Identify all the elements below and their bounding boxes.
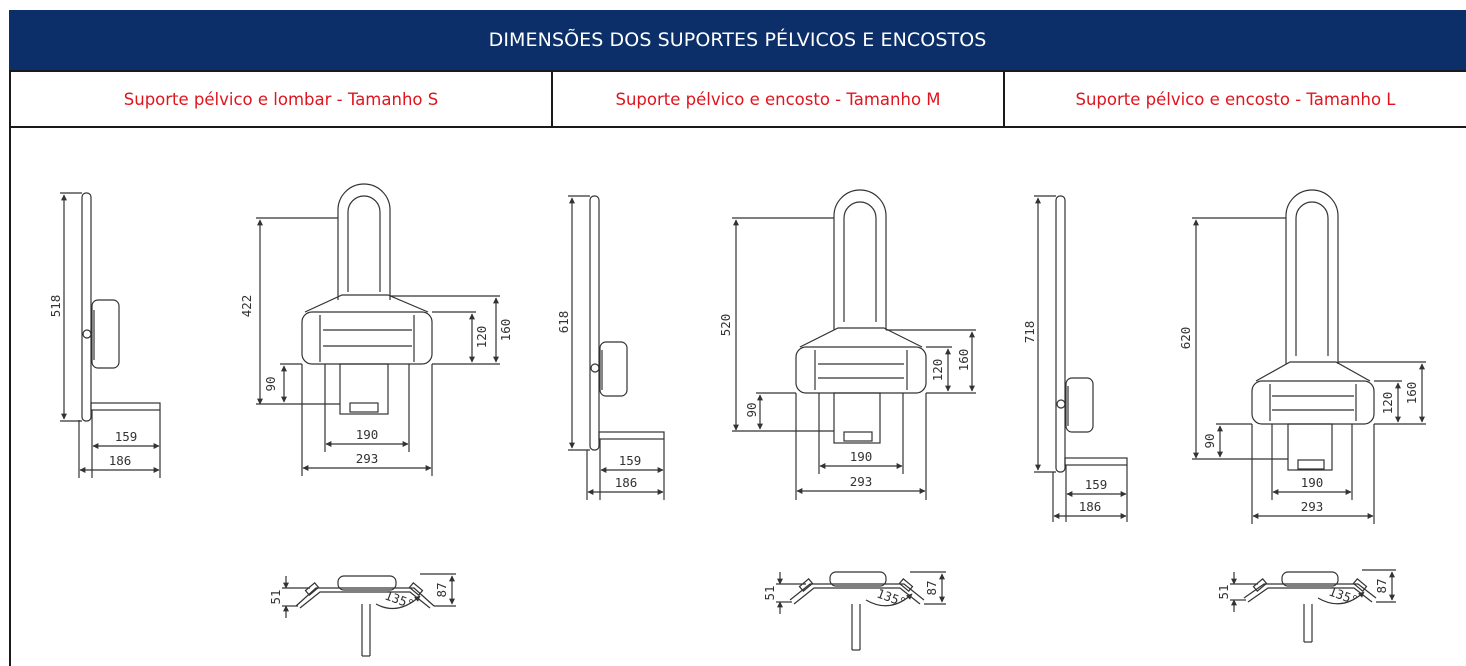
dim-l-top-angle: 135° xyxy=(1327,584,1360,608)
column-header-m: Suporte pélvico e encosto - Tamanho M xyxy=(551,72,1003,126)
column-header-l: Suporte pélvico e encosto - Tamanho L xyxy=(1003,72,1466,126)
dim-l-side-height: 718 xyxy=(1022,321,1037,344)
front-view-m xyxy=(732,189,976,500)
dim-m-side-height: 618 xyxy=(556,311,571,334)
dim-l-front-height: 620 xyxy=(1178,327,1193,350)
dim-m-front-inner-w: 190 xyxy=(850,449,873,464)
dim-m-top-depth: 51 xyxy=(762,585,777,600)
dim-s-side-inner: 159 xyxy=(115,429,138,444)
dim-l-top-width: 87 xyxy=(1374,578,1389,593)
dim-m-top-angle: 135° xyxy=(875,586,908,610)
dim-m-front-outer-w: 293 xyxy=(850,474,873,489)
dim-m-side-inner: 159 xyxy=(619,453,642,468)
top-view-s xyxy=(282,573,456,657)
table-frame xyxy=(9,10,1466,666)
top-view-l xyxy=(1230,569,1396,643)
dim-s-front-outer-w: 293 xyxy=(356,451,379,466)
dim-m-front-pad-total: 160 xyxy=(956,349,971,372)
dim-l-front-outer-w: 293 xyxy=(1301,499,1324,514)
dim-s-top-depth: 51 xyxy=(268,589,283,604)
dim-s-front-inner-w: 190 xyxy=(356,427,379,442)
side-view-l xyxy=(1034,195,1128,522)
dim-l-side-outer: 186 xyxy=(1079,499,1102,514)
dim-s-side-height: 518 xyxy=(48,295,63,318)
title-text: DIMENSÕES DOS SUPORTES PÉLVICOS E ENCOST… xyxy=(488,29,987,51)
dim-l-top-depth: 51 xyxy=(1216,584,1231,599)
dim-l-side-inner: 159 xyxy=(1085,477,1108,492)
dim-s-front-pad-total: 160 xyxy=(498,319,513,342)
dim-s-front-pad-h: 120 xyxy=(474,326,489,349)
page-title: DIMENSÕES DOS SUPORTES PÉLVICOS E ENCOST… xyxy=(9,10,1466,70)
side-view-m xyxy=(568,195,665,500)
dim-l-front-pad-h: 120 xyxy=(1380,392,1395,415)
dim-m-front-low: 90 xyxy=(744,402,759,417)
column-header-row: Suporte pélvico e lombar - Tamanho S Sup… xyxy=(9,70,1466,128)
dim-l-front-low: 90 xyxy=(1202,433,1217,448)
side-view-s xyxy=(60,192,161,478)
front-view-s xyxy=(256,183,500,476)
dim-m-front-height: 520 xyxy=(718,314,733,337)
dim-m-front-pad-h: 120 xyxy=(930,359,945,382)
top-view-m xyxy=(776,571,946,651)
dim-s-front-height: 422 xyxy=(239,295,254,318)
dim-s-top-width: 87 xyxy=(434,582,449,597)
dim-l-front-inner-w: 190 xyxy=(1301,475,1324,490)
dim-s-front-low: 90 xyxy=(263,376,278,391)
dim-m-top-width: 87 xyxy=(924,580,939,595)
dim-s-side-outer: 186 xyxy=(109,453,132,468)
column-header-s: Suporte pélvico e lombar - Tamanho S xyxy=(9,72,551,126)
front-view-l xyxy=(1192,189,1426,524)
dim-l-front-pad-total: 160 xyxy=(1404,382,1419,405)
dim-m-side-outer: 186 xyxy=(615,475,638,490)
